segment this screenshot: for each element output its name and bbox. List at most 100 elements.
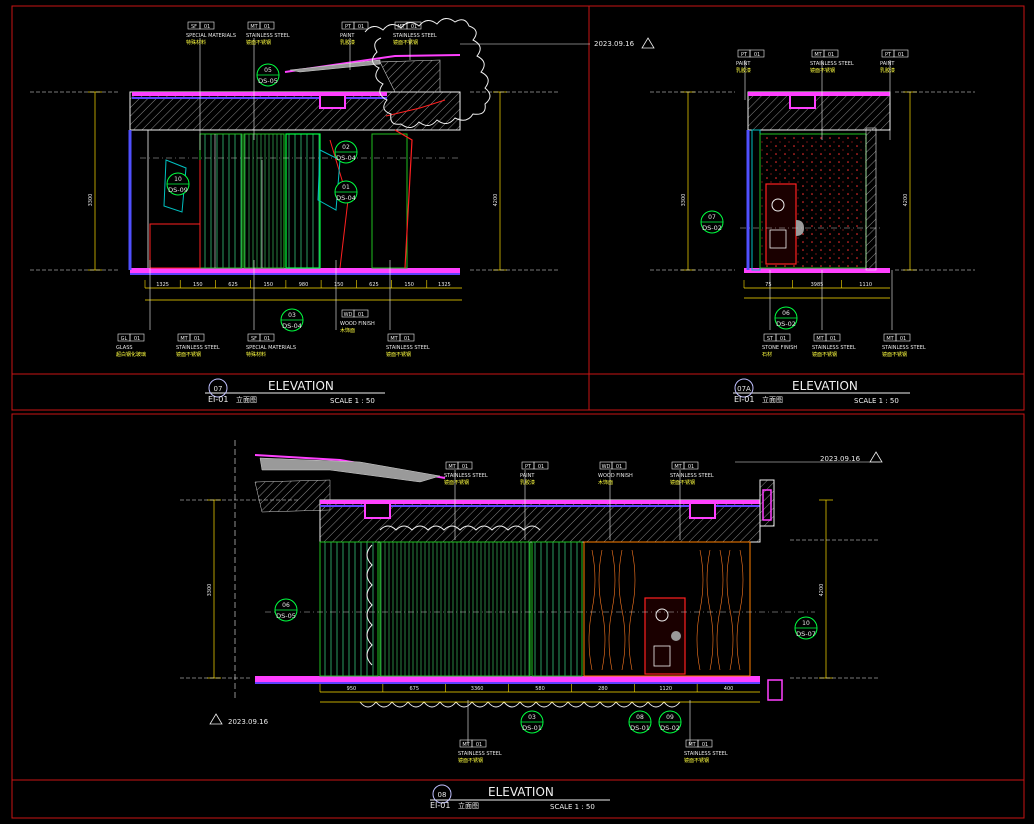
detail-sheet: DS-07: [796, 630, 816, 638]
material-code: MT: [390, 336, 398, 342]
material-name: WOOD FINISH: [598, 473, 633, 479]
material-name: STAINLESS STEEL: [882, 345, 926, 351]
detail-number: 01: [342, 184, 350, 191]
revision-triangle-icon: [869, 451, 883, 463]
detail-sheet: DS-01: [630, 724, 650, 732]
material-code: SF: [251, 336, 257, 342]
material-number: 01: [134, 336, 140, 342]
material-name-cn: 镜面不锈钢: [176, 351, 201, 358]
dimension-value: 3300: [207, 584, 213, 597]
dimension-value: 1110: [859, 282, 872, 288]
detail-number: 02: [342, 144, 350, 151]
dimension-value: 4200: [903, 194, 909, 207]
material-name-cn: 木饰面: [598, 479, 613, 486]
dimension-value: 150: [404, 282, 414, 288]
material-name: STAINLESS STEEL: [458, 751, 502, 757]
material-code: MT: [448, 464, 456, 470]
material-name: STAINLESS STEEL: [246, 33, 290, 39]
material-name-cn: 镜面不锈钢: [812, 351, 837, 358]
dimension-value: 3300: [681, 194, 687, 207]
detail-sheet: DS-02: [660, 724, 680, 732]
material-code: MT: [180, 336, 188, 342]
material-name: STONE FINISH: [762, 345, 797, 351]
detail-sheet: DS-01: [522, 724, 542, 732]
material-name: STAINLESS STEEL: [670, 473, 714, 479]
detail-sheet: DS-04: [336, 194, 356, 202]
dimension-value: 1325: [156, 282, 169, 288]
material-number: 01: [264, 24, 270, 30]
material-code: GL: [121, 336, 128, 342]
material-number: 01: [358, 312, 364, 318]
detail-sheet: DS-02: [776, 320, 796, 328]
material-number: 01: [754, 52, 760, 58]
material-name-cn: 特殊材料: [246, 351, 266, 358]
material-code: ST: [767, 336, 774, 342]
panel-07a-number: 07A: [737, 385, 751, 393]
detail-number: 03: [288, 312, 296, 319]
detail-number: 08: [636, 714, 644, 721]
dimension-value: 580: [535, 686, 545, 692]
material-number: 01: [830, 336, 836, 342]
material-name-cn: 特殊材料: [186, 39, 206, 46]
material-number: 01: [828, 52, 834, 58]
material-name: STAINLESS STEEL: [684, 751, 728, 757]
material-name-cn: 石材: [762, 351, 772, 358]
panel-08-number: 08: [438, 791, 447, 799]
material-code: MT: [397, 24, 405, 30]
dimension-value: 4200: [819, 584, 825, 597]
dimension-value: 625: [228, 282, 238, 288]
panel-07-number: 07: [214, 385, 223, 393]
material-code: MT: [688, 742, 696, 748]
dimension-value: 1325: [438, 282, 451, 288]
dimension-value: 3300: [88, 194, 94, 207]
material-name: STAINLESS STEEL: [812, 345, 856, 351]
material-name-cn: 镜面不锈钢: [458, 757, 483, 764]
material-name-cn: 镜面不锈钢: [684, 757, 709, 764]
detail-number: 06: [282, 602, 290, 609]
material-number: 01: [358, 24, 364, 30]
leader-lines: [149, 38, 893, 745]
material-code: MT: [814, 52, 822, 58]
material-name-cn: 镜面不锈钢: [246, 39, 271, 46]
panel-08-drawing: [180, 440, 880, 804]
material-number: 01: [194, 336, 200, 342]
material-name: PAINT: [520, 473, 535, 479]
detail-number: 10: [174, 176, 182, 183]
detail-number: 10: [802, 620, 810, 627]
panel-07-subtitle: 立面图: [236, 395, 257, 404]
material-name: SPECIAL MATERIALS: [186, 33, 236, 39]
detail-sheet: DS-05: [258, 77, 278, 85]
panel-07a-drawing: [650, 91, 975, 398]
dimension-value: 280: [598, 686, 608, 692]
dimension-value: 150: [193, 282, 203, 288]
panel-07-sheet: EI-01: [208, 395, 228, 404]
material-code: MT: [250, 24, 258, 30]
material-name-cn: 镜面不锈钢: [882, 351, 907, 358]
dimension-value: 150: [334, 282, 344, 288]
material-code: PT: [885, 52, 892, 58]
dimension-value: 625: [369, 282, 379, 288]
revision-marker-2: 2023.09.16: [820, 451, 883, 463]
material-number: 01: [404, 336, 410, 342]
